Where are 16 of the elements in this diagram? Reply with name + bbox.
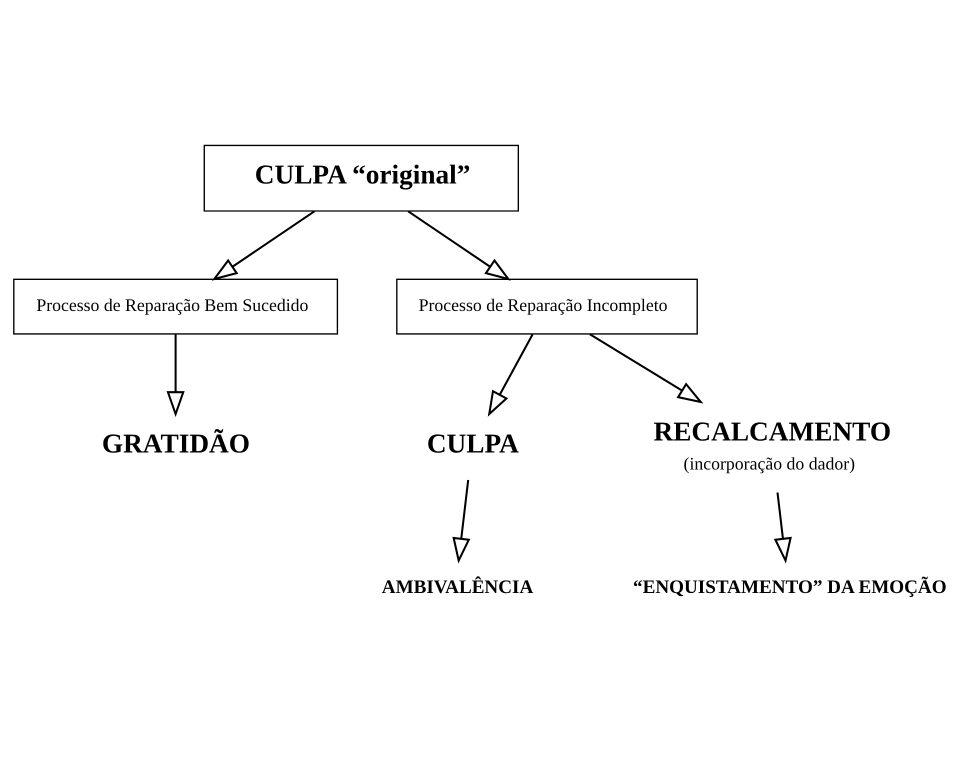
node-text: GRATIDÃO: [102, 428, 250, 459]
node-text: RECALCAMENTO: [654, 416, 892, 446]
arrow: [488, 334, 534, 417]
node-box: Processo de Reparação Incompleto: [396, 278, 698, 335]
node-text: AMBIVALÊNCIA: [382, 576, 534, 598]
arrow: [166, 334, 185, 418]
node-label: (incorporação do dador): [684, 454, 856, 474]
arrow: [774, 492, 792, 564]
node-text: “ENQUISTAMENTO” DA EMOÇÃO: [633, 576, 947, 598]
node-text: CULPA: [426, 428, 519, 459]
arrow: [452, 480, 470, 564]
arrow: [408, 210, 511, 281]
arrow: [589, 333, 704, 404]
node-box: Processo de Reparação Bem Sucedido: [13, 278, 338, 335]
arrow: [212, 210, 316, 281]
node-box: CULPA “original”: [204, 144, 520, 212]
